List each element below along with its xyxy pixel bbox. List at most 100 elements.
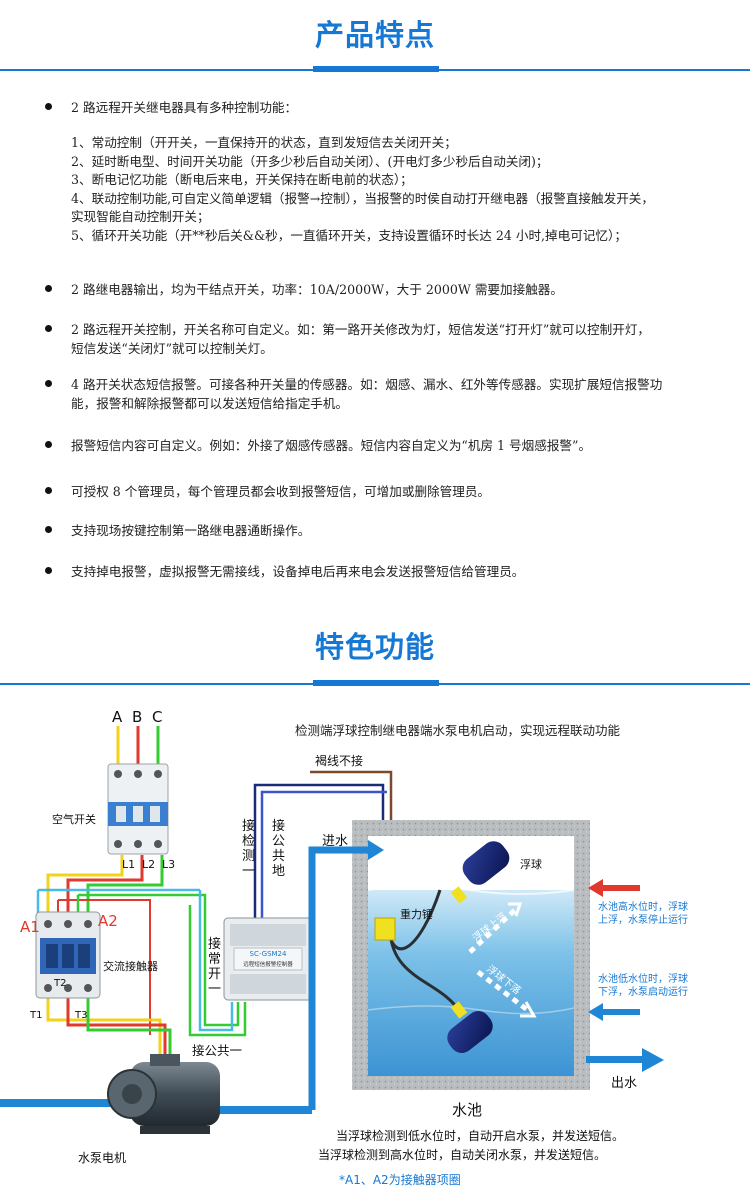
- svg-text:接: 接: [208, 936, 221, 952]
- float-ball-low: [447, 1001, 493, 1053]
- note-low-1: 水池低水位时，浮球: [598, 972, 688, 985]
- label-l2: L2: [142, 858, 155, 871]
- wire-t3: [86, 995, 172, 1058]
- bullet-dot: [45, 380, 52, 387]
- wire-l1: [46, 855, 124, 935]
- wire-common-one: [188, 905, 247, 1037]
- label-pump: 水泵电机: [78, 1151, 126, 1165]
- section-divider-accent: [313, 66, 439, 72]
- label-float-ball: 浮球: [520, 857, 542, 871]
- bullet-dot: [45, 526, 52, 533]
- feature-subitem: 4、联动控制功能,可自定义简单逻辑（报警→控制），当报警的时侯自动打开继电器（报…: [71, 190, 654, 206]
- float-up-arrowhead: [508, 902, 523, 917]
- feature-text: 能，报警和解除报警都可以发送短信给指定手机。: [71, 395, 349, 411]
- low-level-arrowhead: [588, 1003, 603, 1021]
- svg-text:测: 测: [242, 849, 255, 864]
- diagram-caption: 检测端浮球控制继电器端水泵电机启动，实现远程联动功能: [295, 723, 621, 738]
- outlet-arrow: [642, 1048, 664, 1072]
- module-name: SC-GSM24: [250, 950, 287, 958]
- wiring-diagram: 检测端浮球控制继电器端水泵电机启动，实现远程联动功能 A B C 空气开关 L1: [0, 708, 688, 1187]
- wire-t2: [66, 995, 167, 1058]
- label-t2: T2: [53, 978, 66, 989]
- feature-subitem: 3、断电记忆功能（断电后来电，开关保持在断电前的状态）；: [71, 172, 413, 187]
- label-l3: L3: [162, 858, 175, 871]
- bullet-dot: [45, 441, 52, 448]
- wire-cyan: [198, 890, 234, 1032]
- svg-text:接: 接: [242, 818, 255, 834]
- svg-text:检: 检: [242, 834, 255, 849]
- label-phase-a: A: [112, 708, 123, 726]
- desc-high-level: 当浮球检测到高水位时，自动关闭水泵，并发送短信。: [318, 1147, 606, 1162]
- label-air-switch: 空气开关: [52, 812, 96, 826]
- note-high-1: 水池高水位时，浮球: [598, 900, 688, 913]
- label-common-one: 接公共一: [192, 1043, 242, 1058]
- inlet-arrow: [368, 840, 384, 860]
- bullet-dot: [45, 325, 52, 332]
- wire-t1: [46, 995, 162, 1058]
- bullet-dot: [45, 285, 52, 292]
- module-subtitle: 远程短信报警控制器: [243, 960, 293, 968]
- feature-text: 2 路远程开关继电器具有多种控制功能：: [71, 100, 298, 115]
- note-high-2: 上浮，水泵停止运行: [598, 913, 688, 926]
- svg-text:公: 公: [272, 834, 285, 849]
- svg-text:一: 一: [208, 982, 221, 997]
- float-cable-lower: [388, 929, 462, 1013]
- water-pump-motor: [107, 1054, 220, 1134]
- wire-l3: [86, 855, 164, 935]
- inlet-pipe: [308, 846, 372, 1110]
- feature-subitem: 实现智能自动控制开关；: [71, 209, 210, 224]
- wire-common-ground: [260, 790, 387, 920]
- feature-text: 短信发送“关闭灯”就可以控制关灯。: [71, 340, 273, 356]
- label-water-out: 出水: [611, 1076, 637, 1091]
- svg-text:接: 接: [272, 818, 285, 834]
- feature-subitem: 2、延时断电型、时间开关功能（开多少秒后自动关闭）、(开电灯多少秒后自动关闭)；: [71, 153, 549, 169]
- label-a2: A2: [98, 912, 118, 930]
- svg-text:常: 常: [208, 952, 221, 967]
- float-down-arrowhead: [520, 1001, 537, 1018]
- label-brown-wire: 褐线不接: [315, 753, 363, 768]
- outlet-pipe: [586, 1056, 642, 1063]
- svg-text:共: 共: [272, 849, 285, 864]
- label-weight: 重力锤: [400, 907, 433, 921]
- label-phase-c: C: [152, 708, 162, 726]
- label-pool: 水池: [452, 1101, 482, 1119]
- wire-a1: [57, 899, 151, 927]
- feature-subitem: 5、循环开关功能（开**秒后关&&秒，一直循环开关，支持设置循环时长达 24 小…: [71, 227, 627, 243]
- label-a1: A1: [20, 918, 40, 936]
- section-divider-accent: [313, 680, 439, 686]
- label-phase-b: B: [132, 708, 142, 726]
- label-t3: T3: [74, 1010, 87, 1021]
- svg-text:地: 地: [272, 864, 285, 879]
- bullet-dot: [45, 487, 52, 494]
- svg-text:开: 开: [208, 967, 221, 982]
- bullet-dot: [45, 567, 52, 574]
- ac-contactor: [35, 911, 101, 999]
- feature-text: 2 路继电器输出，均为干结点开关，功率：10A/2000W，大于 2000W 需…: [71, 282, 563, 297]
- section-title-special: 特色功能: [314, 630, 435, 664]
- feature-text: 支持掉电报警，虚拟报警无需接线，设备掉电后再来电会发送报警短信给管理员。: [71, 564, 525, 579]
- bullet-dot: [45, 103, 52, 110]
- desc-low-level: 当浮球检测到低水位时，自动开启水泵，并发送短信。: [336, 1128, 624, 1143]
- svg-text:一: 一: [242, 864, 255, 879]
- feature-text: 2 路远程开关控制，开关名称可自定义。如：第一路开关修改为灯，短信发送“打开灯”…: [71, 322, 651, 337]
- label-t1: T1: [29, 1010, 42, 1021]
- section-title-features: 产品特点: [314, 18, 435, 52]
- air-breaker: [107, 763, 169, 855]
- float-ball-high: [450, 841, 510, 904]
- high-level-arrowhead: [588, 879, 603, 897]
- feature-text: 4 路开关状态短信报警。可接各种开关量的传感器。如：烟感、漏水、红外等传感器。实…: [71, 377, 663, 392]
- wire-l2: [66, 855, 144, 935]
- footnote: *A1、A2为接触器项圈: [339, 1172, 461, 1187]
- label-water-in: 进水: [322, 834, 348, 849]
- feature-subitem: 1、常动控制（开开关，一直保持开的状态，直到发短信去关闭开关；: [71, 135, 457, 150]
- feature-text: 可授权 8 个管理员，每个管理员都会收到报警短信，可增加或删除管理员。: [71, 484, 491, 499]
- label-contactor: 交流接触器: [103, 959, 158, 973]
- note-low-2: 下浮，水泵启动运行: [598, 985, 688, 998]
- feature-text: 报警短信内容可自定义。例如：外接了烟感传感器。短信内容自定义为“机房 1 号烟感…: [71, 438, 592, 453]
- gravity-weight: [374, 917, 396, 941]
- gsm-module: [223, 917, 313, 1001]
- label-l1: L1: [122, 858, 135, 871]
